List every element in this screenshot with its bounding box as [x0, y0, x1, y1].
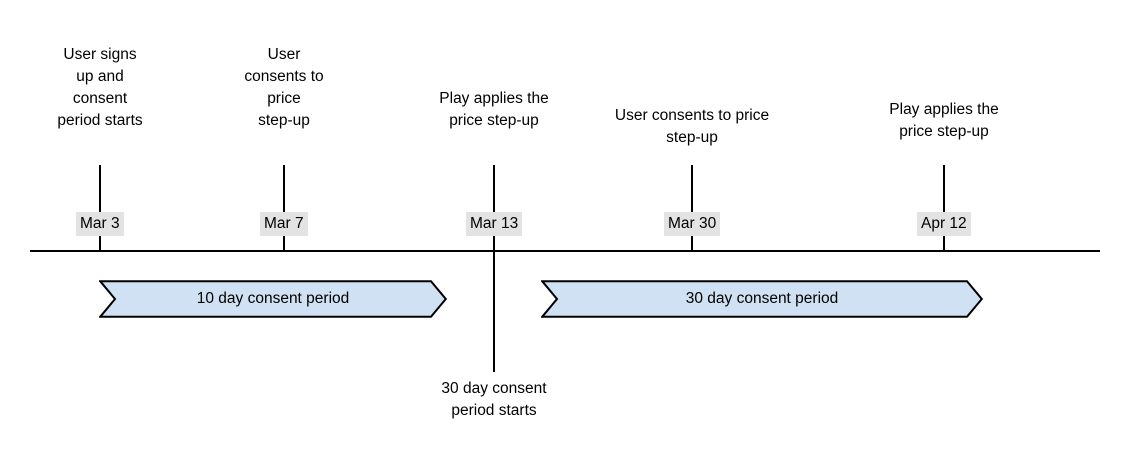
date-chip-mar-3: Mar 3	[76, 212, 124, 236]
event-label-mar-30: User consents to price step-up	[614, 107, 770, 146]
event-label-mar-3: User signs up and consent period starts	[57, 46, 143, 129]
period-chevron-shape	[541, 280, 983, 318]
event-label-mar-7: User consents to price step-up	[244, 46, 324, 129]
period-label-30-day: 30 day consent period	[685, 290, 839, 307]
date-chip-apr-12: Apr 12	[917, 212, 971, 236]
period-bar-10-day: 10 day consent period	[99, 280, 447, 318]
event-label-apr-12: Play applies the price step-up	[889, 101, 999, 140]
event-tick-mar-30	[691, 165, 693, 250]
event-label-mar-13: Play applies the price step-up	[439, 90, 549, 129]
period-label-10-day: 10 day consent period	[196, 290, 350, 307]
annotation-label-30-day-start: 30 day consent period starts	[441, 380, 547, 419]
event-tick-mar-7	[283, 165, 285, 250]
event-tick-mar-3	[99, 165, 101, 250]
date-chip-mar-7: Mar 7	[260, 212, 308, 236]
timeline-axis	[30, 250, 1100, 252]
date-chip-mar-30: Mar 30	[664, 212, 721, 236]
period-bar-30-day: 30 day consent period	[541, 280, 983, 318]
period-chevron-shape	[99, 280, 447, 318]
event-tick-mar-13	[493, 165, 495, 250]
date-chip-mar-13: Mar 13	[466, 212, 523, 236]
event-tick-apr-12	[943, 165, 945, 250]
annotation-tick-30-day-start	[493, 250, 495, 372]
